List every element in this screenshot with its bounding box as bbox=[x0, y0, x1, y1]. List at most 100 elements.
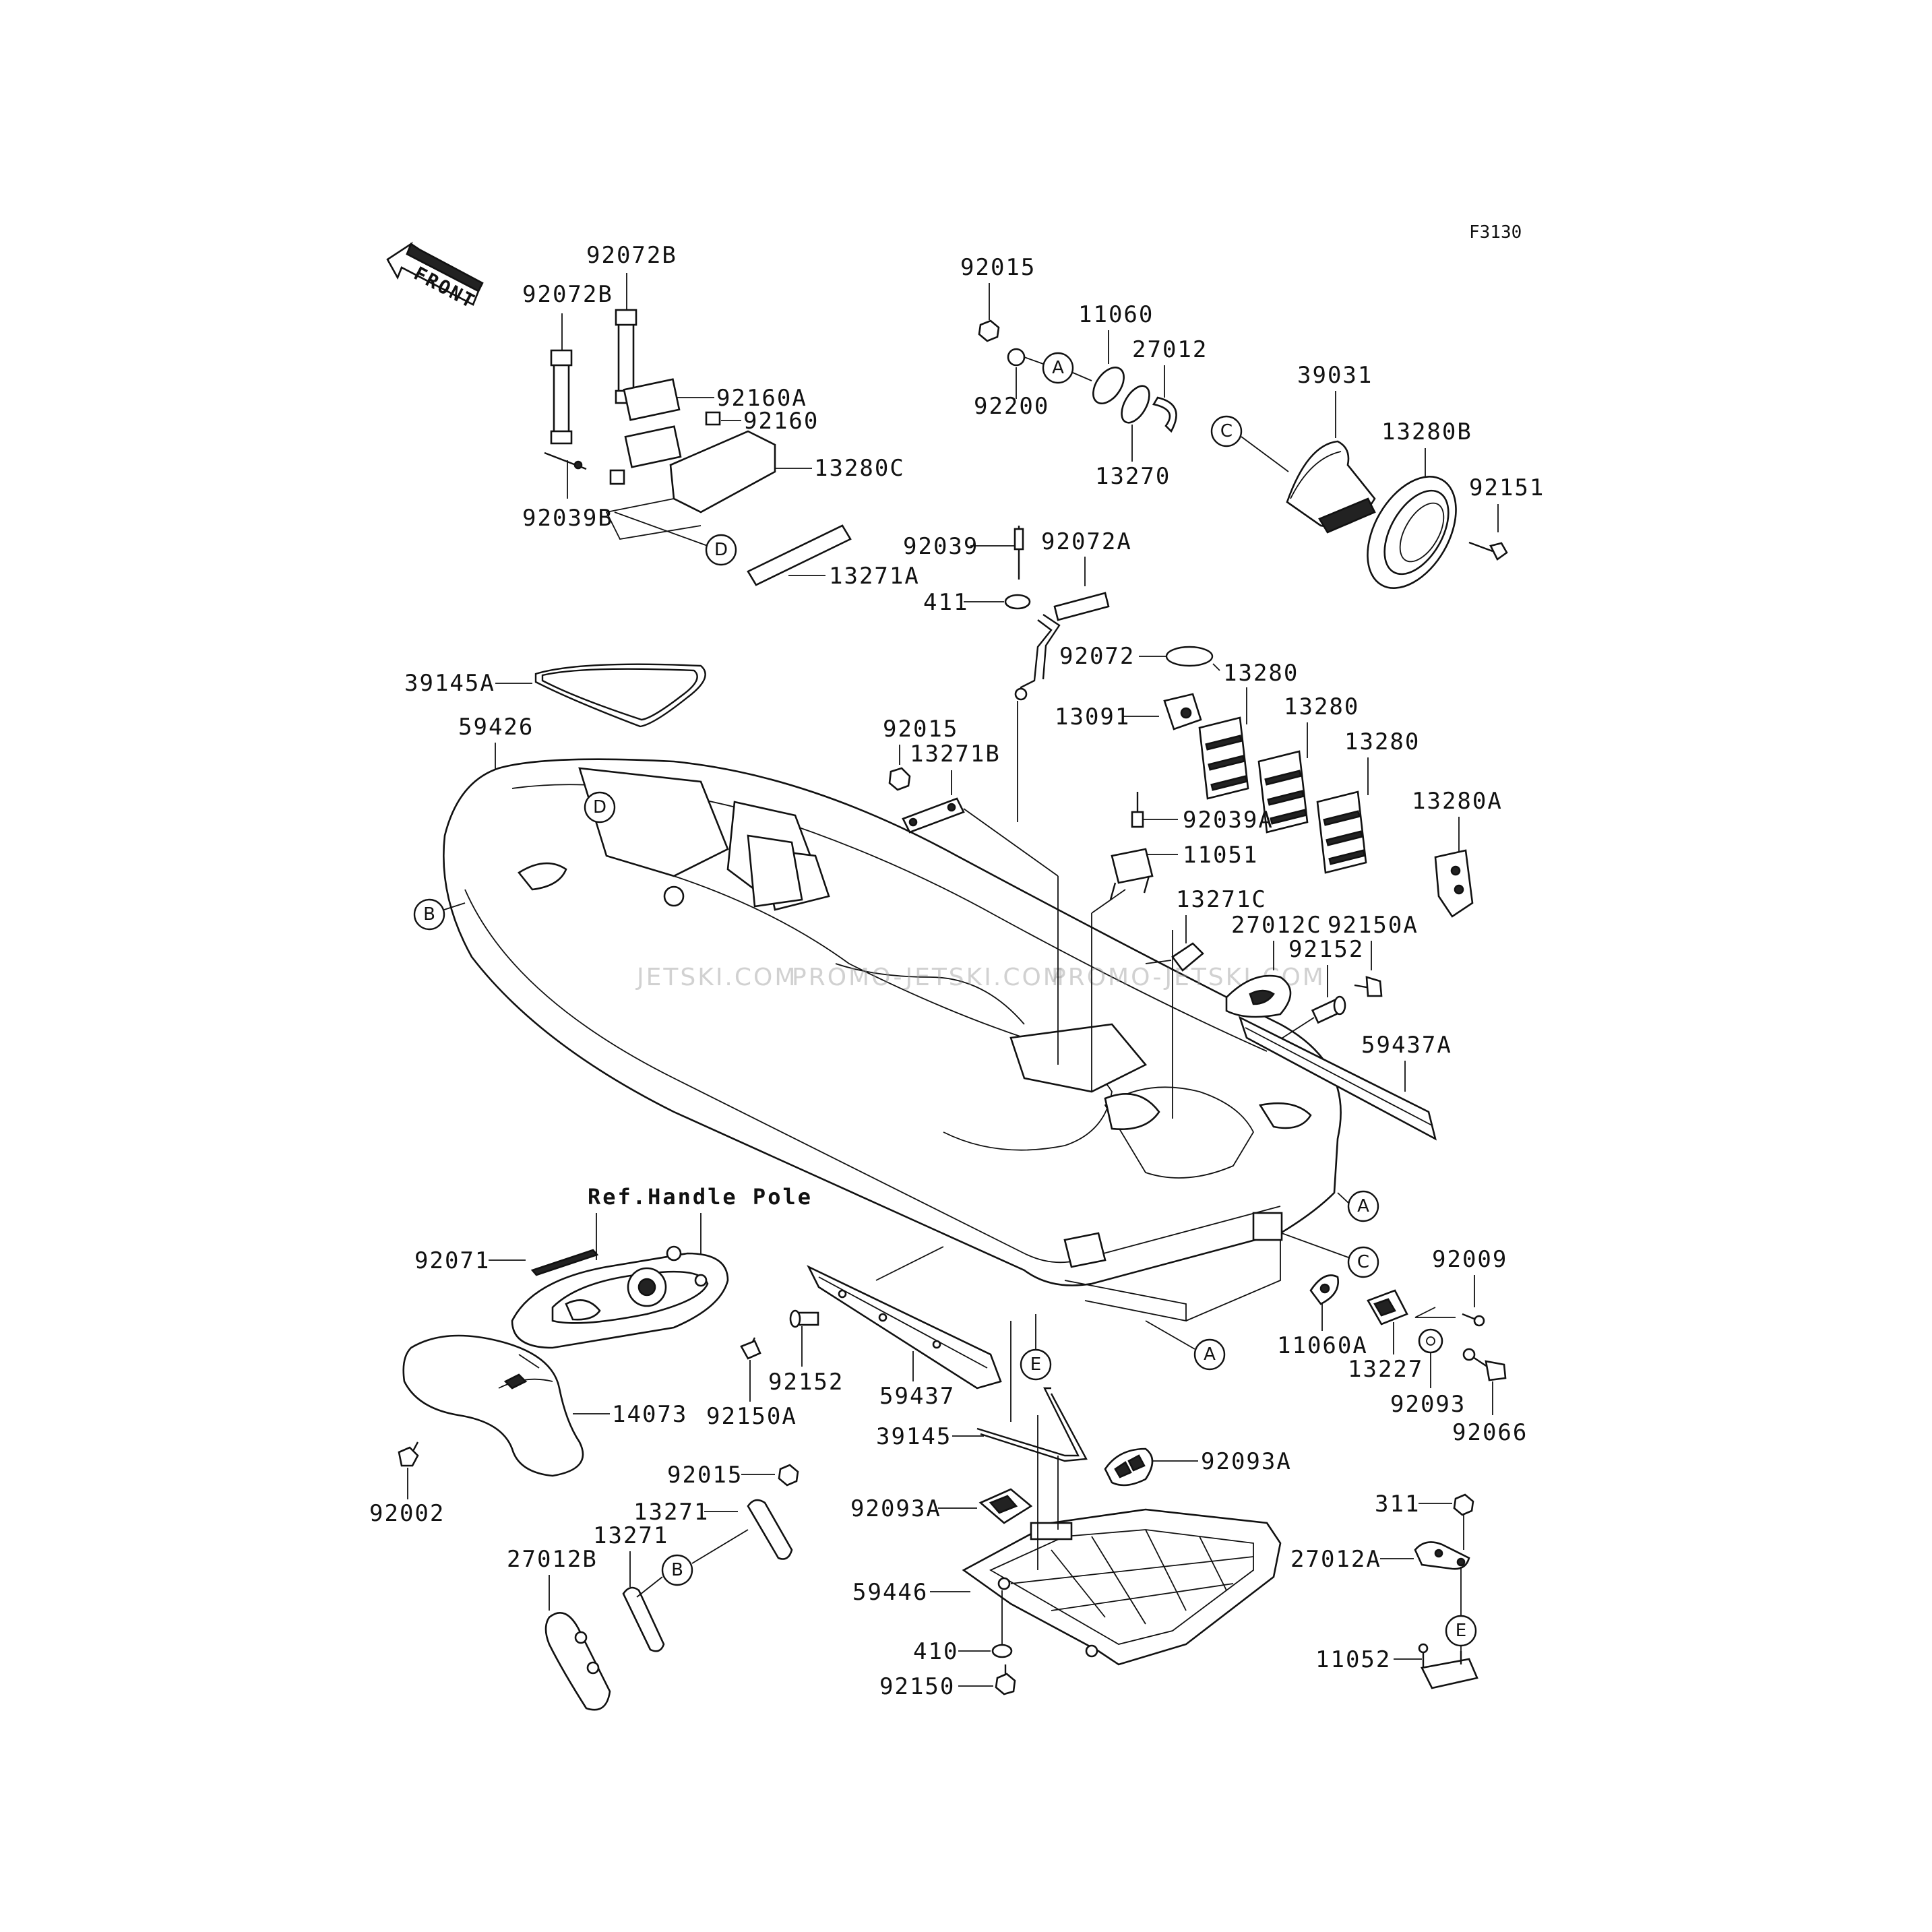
vent-cover-39031 bbox=[1286, 440, 1376, 534]
callout-A-top bbox=[1042, 352, 1074, 384]
part-number-92072: 92072 bbox=[1059, 643, 1135, 670]
part-number-39031: 39031 bbox=[1297, 362, 1373, 389]
part-number-13280-c: 13280 bbox=[1344, 728, 1420, 755]
part-number-92039: 92039 bbox=[903, 533, 978, 560]
part-number-92151: 92151 bbox=[1469, 474, 1545, 501]
plate-13271-b bbox=[622, 1586, 665, 1652]
callout-C-hull bbox=[1347, 1246, 1379, 1278]
svg-text:E: E bbox=[1030, 1354, 1041, 1375]
part-number-13271A: 13271A bbox=[829, 563, 920, 590]
part-number-11052: 11052 bbox=[1315, 1646, 1391, 1673]
hull-59426 bbox=[443, 758, 1342, 1322]
part-number-13271B: 13271B bbox=[910, 741, 1001, 768]
boot-14073 bbox=[402, 1334, 584, 1477]
part-number-92150A-right: 92150A bbox=[1328, 912, 1419, 939]
bracket-13280C bbox=[605, 430, 776, 540]
callout-B-bottom bbox=[661, 1554, 693, 1586]
bolt-92151 bbox=[1468, 541, 1508, 561]
rail-59437 bbox=[807, 1265, 1002, 1390]
part-number-27012B: 27012B bbox=[507, 1546, 598, 1573]
part-number-411: 411 bbox=[923, 589, 968, 616]
clamp-13280-a bbox=[1198, 716, 1249, 800]
nut-311 bbox=[1453, 1493, 1474, 1516]
gasket-27012B bbox=[544, 1612, 611, 1711]
plug-92066 bbox=[1462, 1348, 1507, 1381]
handle-pole-base bbox=[511, 1245, 729, 1349]
part-number-59437: 59437 bbox=[879, 1383, 955, 1410]
bolt-92039A bbox=[1131, 792, 1144, 828]
part-number-27012C: 27012C bbox=[1231, 912, 1322, 939]
part-number-92071: 92071 bbox=[414, 1247, 490, 1274]
plate-13271-a bbox=[747, 1499, 793, 1560]
svg-text:C: C bbox=[1220, 421, 1233, 441]
watermark-2: PROMO-JETSKI.COM bbox=[792, 964, 1066, 991]
plate-27012C bbox=[1225, 974, 1292, 1018]
callout-C-top bbox=[1210, 415, 1243, 447]
bolt-92039 bbox=[1014, 526, 1024, 580]
bolt-92002 bbox=[398, 1441, 419, 1467]
gasket-13270 bbox=[1121, 385, 1150, 424]
part-number-92093A-a: 92093A bbox=[1201, 1448, 1292, 1475]
figure-code: F3130 bbox=[1469, 222, 1522, 243]
part-number-92039A: 92039A bbox=[1183, 807, 1274, 834]
part-number-92039B: 92039B bbox=[522, 505, 613, 532]
screw-92009 bbox=[1462, 1313, 1485, 1327]
plate-13271A bbox=[747, 524, 852, 586]
part-number-92002: 92002 bbox=[369, 1500, 445, 1527]
svg-text:E: E bbox=[1456, 1621, 1466, 1641]
part-number-11060: 11060 bbox=[1078, 301, 1154, 328]
bushing-92152-left bbox=[789, 1309, 819, 1328]
bracket-11051 bbox=[1109, 848, 1154, 900]
nut-92015-bot bbox=[778, 1464, 799, 1487]
gasket-11060A bbox=[1309, 1274, 1340, 1305]
part-number-11060A: 11060A bbox=[1277, 1332, 1368, 1359]
part-number-27012A: 27012A bbox=[1290, 1546, 1381, 1573]
part-number-13280-a: 13280 bbox=[1223, 660, 1299, 687]
callout-D-top bbox=[705, 534, 737, 566]
plate-27012A bbox=[1414, 1541, 1470, 1570]
part-number-92015-mid: 92015 bbox=[883, 716, 958, 743]
grate-92093A-left bbox=[978, 1488, 1033, 1524]
duct-ring-13280B bbox=[1367, 476, 1457, 589]
clamp-13280-c bbox=[1316, 790, 1367, 874]
front-arrow-icon: FRONT bbox=[386, 241, 484, 313]
clamp-13280-b bbox=[1257, 750, 1309, 834]
plate-11060 bbox=[1092, 367, 1125, 404]
part-number-13271-a: 13271 bbox=[633, 1499, 709, 1526]
rail-59437A bbox=[1238, 1016, 1437, 1141]
svg-text:B: B bbox=[423, 904, 435, 925]
ref-handle-pole-note: Ref.Handle Pole bbox=[588, 1184, 813, 1210]
part-number-14073: 14073 bbox=[612, 1401, 687, 1428]
part-number-39145A: 39145A bbox=[404, 670, 495, 697]
callout-A-hull-bottom bbox=[1193, 1338, 1226, 1371]
part-number-13280C: 13280C bbox=[814, 455, 905, 482]
part-number-92015-top: 92015 bbox=[960, 254, 1036, 281]
cover-59446 bbox=[962, 1508, 1282, 1666]
part-number-92150A-left: 92150A bbox=[706, 1403, 797, 1430]
nut-92015-top bbox=[978, 319, 1000, 342]
callout-D-hull bbox=[584, 791, 616, 823]
part-number-92150: 92150 bbox=[879, 1673, 955, 1700]
part-number-11051: 11051 bbox=[1183, 842, 1258, 869]
part-number-39145: 39145 bbox=[876, 1423, 952, 1450]
washer-410 bbox=[991, 1644, 1013, 1658]
part-number-92015-bot: 92015 bbox=[667, 1462, 743, 1489]
part-number-92160A: 92160A bbox=[716, 385, 807, 412]
bracket-92072A bbox=[1014, 592, 1110, 701]
svg-text:A: A bbox=[1204, 1344, 1216, 1365]
part-number-92066: 92066 bbox=[1452, 1419, 1528, 1446]
part-number-13227: 13227 bbox=[1348, 1356, 1423, 1383]
u-bolt-27012 bbox=[1152, 396, 1177, 433]
part-number-92072B-b: 92072B bbox=[586, 242, 677, 269]
bolt-92150 bbox=[995, 1664, 1016, 1695]
part-number-311: 311 bbox=[1375, 1491, 1420, 1518]
part-number-27012: 27012 bbox=[1132, 336, 1208, 363]
part-number-13271-b: 13271 bbox=[593, 1522, 668, 1549]
part-number-92093A-b: 92093A bbox=[850, 1495, 941, 1522]
part-number-13270: 13270 bbox=[1095, 463, 1171, 490]
callout-B-hull bbox=[413, 898, 445, 931]
part-number-92009: 92009 bbox=[1432, 1246, 1507, 1273]
svg-text:A: A bbox=[1052, 358, 1064, 378]
part-number-92160: 92160 bbox=[743, 408, 819, 435]
bracket-11052 bbox=[1418, 1643, 1478, 1689]
